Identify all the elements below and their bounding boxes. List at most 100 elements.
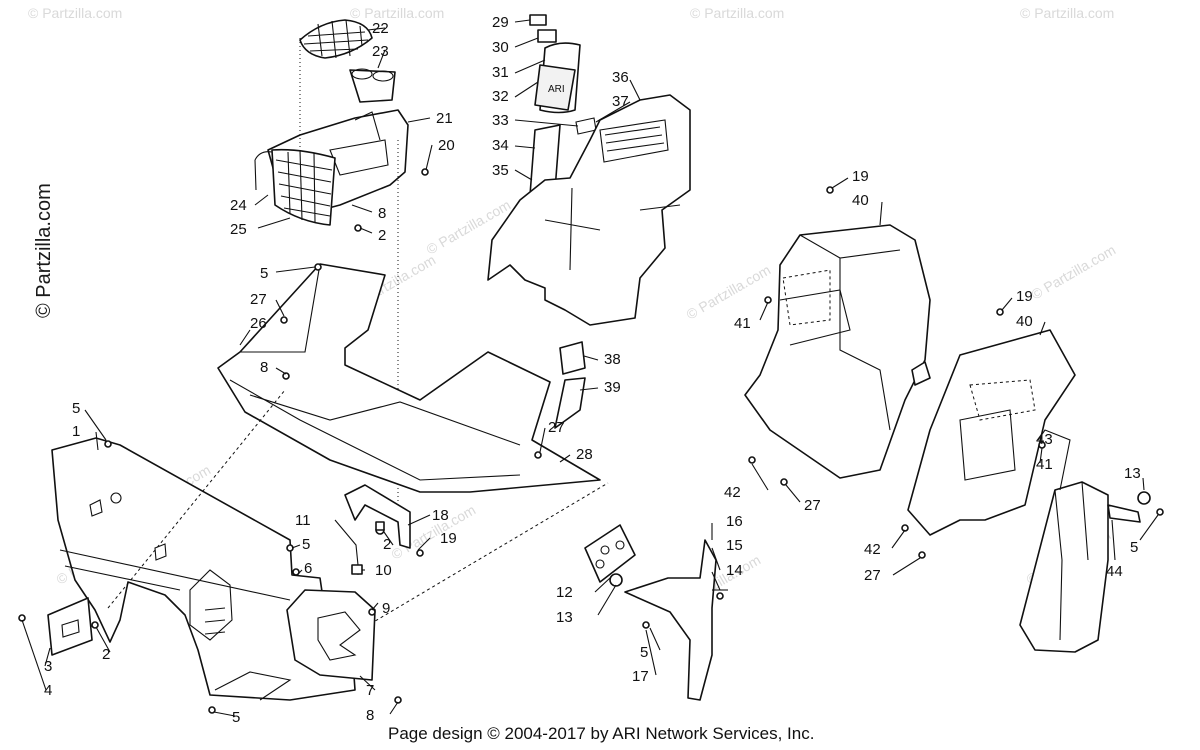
callout-8-top: 8 [378,205,386,222]
brand-label: © Partzilla.com [33,183,55,318]
callout-41-top: 41 [734,315,751,332]
callout-21: 21 [436,110,453,127]
alignment-line [107,389,286,609]
callout-26: 26 [250,315,267,332]
callout-30: 30 [492,39,509,56]
callout-14: 14 [726,562,743,579]
bracket-12-part [584,524,636,583]
callout-5-bottom: 5 [232,709,240,726]
callout-27-floor: 27 [250,291,267,308]
leader-lines [21,19,1159,717]
bracket-38-part [559,341,586,375]
callout-2-front: 2 [102,646,110,663]
callout-6: 6 [304,560,312,577]
seat-back-left-part [744,224,931,479]
seat-base-shroud-part [487,94,691,326]
callout-19-right: 19 [1016,288,1033,305]
callout-40-top: 40 [852,192,869,209]
callout-2-top: 2 [378,227,386,244]
clip-part [529,14,547,26]
callout-8-floor: 8 [260,359,268,376]
seat-back-assembly [744,224,1151,653]
callout-5-right: 5 [1130,539,1138,556]
callout-16: 16 [726,513,743,530]
brackets [286,341,636,681]
copyright-footer: Page design © 2004-2017 by ARI Network S… [388,724,814,743]
callout-32: 32 [492,88,509,105]
callout-27-bottom: 27 [864,567,881,584]
handle-part [1019,481,1109,653]
mud-flap-part [624,539,717,701]
callout-2-mid: 2 [383,536,391,553]
callout-4: 4 [44,682,52,699]
watermark: © Partzilla.com [28,5,122,21]
callout-33: 33 [492,112,509,129]
callout-40-right: 40 [1016,313,1033,330]
callout-36: 36 [612,69,629,86]
switch-part [534,64,576,111]
seat-base-assembly: ARI [487,14,691,326]
watermark: © Partzilla.com [690,5,784,21]
callout-23: 23 [372,43,389,60]
callout-35: 35 [492,162,509,179]
callout-22: 22 [372,20,389,37]
callout-13-right: 13 [1124,465,1141,482]
console-assembly [254,19,409,520]
callout-5-flap: 5 [640,644,648,661]
callout-10: 10 [375,562,392,579]
callout-3: 3 [44,658,52,675]
callout-19-mid: 19 [440,530,457,547]
clip-part [911,361,931,386]
callout-29: 29 [492,14,509,31]
seat-back-right-part [907,329,1076,536]
watermark: © Partzilla.com [1029,242,1119,303]
callout-12: 12 [556,584,573,601]
callout-7: 7 [366,682,374,699]
front-panel-assembly [47,389,609,701]
callout-15: 15 [726,537,743,554]
callout-24: 24 [230,197,247,214]
callout-5-front: 5 [72,400,80,417]
bracket-18-part [344,484,411,549]
callout-28: 28 [576,446,593,463]
callout-11: 11 [295,512,311,529]
callout-20: 20 [438,137,455,154]
callout-18: 18 [432,507,449,524]
watermark: © Partzilla.com [1020,5,1114,21]
callout-8-bottom: 8 [366,707,374,724]
callout-43: 43 [1036,431,1053,448]
handle-bracket-part [1107,504,1141,523]
callout-5-mid: 5 [302,536,310,553]
watermark: © Partzilla.com [350,5,444,21]
callout-42-left: 42 [724,484,741,501]
callout-13-mid: 13 [556,609,573,626]
callout-19-top: 19 [852,168,869,185]
callout-17: 17 [632,668,649,685]
callouts: 22 23 21 20 24 25 8 2 5 27 26 8 5 1 29 3… [44,14,1141,726]
floor-pan-assembly [217,263,601,493]
callout-9: 9 [382,600,390,617]
callout-38: 38 [604,351,621,368]
callout-1: 1 [72,423,80,440]
svg-text:ARI: ARI [548,84,565,95]
callout-31: 31 [492,64,509,81]
callout-44: 44 [1106,563,1123,580]
floor-pan-part [217,263,601,493]
bracket-7-part [286,589,376,681]
cup-holder-part [349,69,396,103]
grommet-part [609,573,623,587]
callout-27-right: 27 [804,497,821,514]
grommet-part [1137,491,1151,505]
callout-25: 25 [230,221,247,238]
mesh-pocket-part [271,148,336,226]
callout-42-right: 42 [864,541,881,558]
trim-39-part [554,377,586,429]
callout-37: 37 [612,93,629,110]
access-panel-part [47,597,93,656]
callout-27-mid: 27 [548,419,565,436]
callout-34: 34 [492,137,509,154]
watermark: © Partzilla.com [684,262,774,323]
clip-part [537,29,557,43]
mesh-grid [303,19,369,59]
